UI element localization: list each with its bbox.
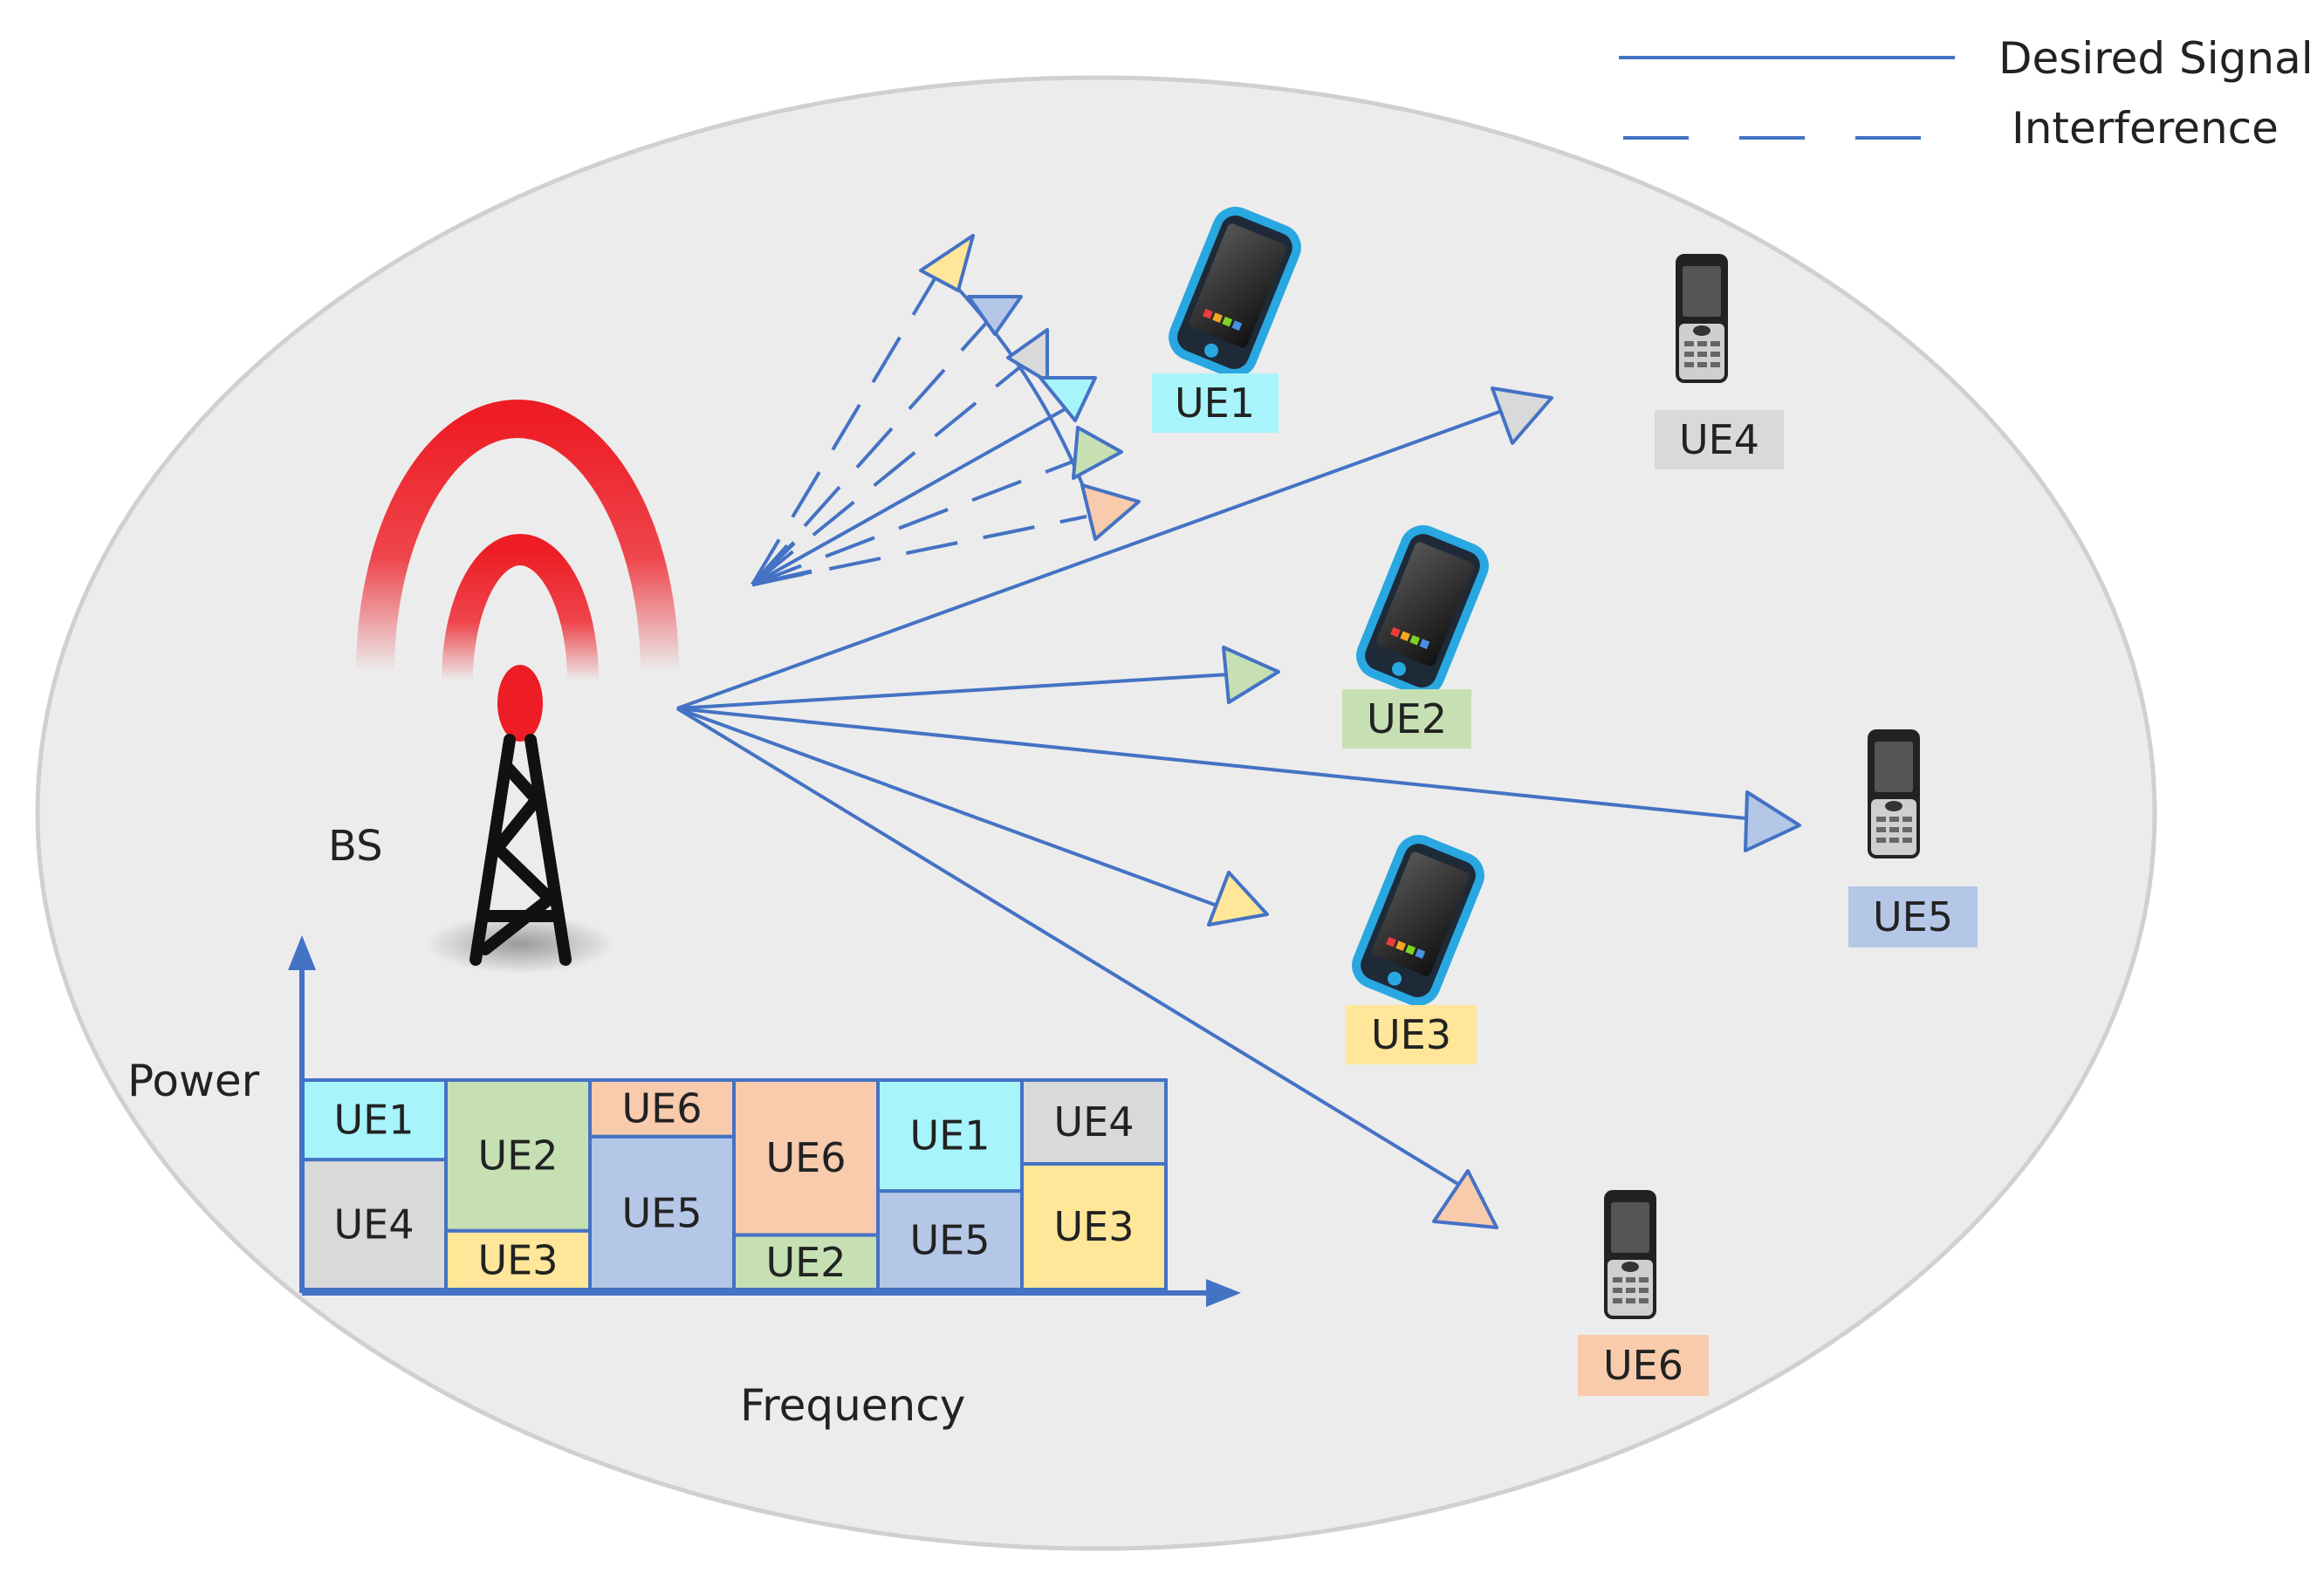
spectrum-cell-6-2: UE3 xyxy=(1020,1162,1168,1291)
feature-phone-ue6 xyxy=(1604,1190,1656,1319)
feature-phone-ue4 xyxy=(1676,254,1728,383)
inner-signal-arc xyxy=(442,534,599,681)
interference-ray-1 xyxy=(751,276,937,586)
interference-ray-2 xyxy=(751,319,990,586)
svg-text:UE3: UE3 xyxy=(478,1236,559,1283)
signal-ray-ue4 xyxy=(676,403,1519,710)
beam-ue2-interference xyxy=(1072,426,1123,480)
ue5-tag: UE5 xyxy=(1848,886,1978,947)
svg-text:UE5: UE5 xyxy=(1873,893,1953,940)
ue6-tag: UE6 xyxy=(1578,1335,1709,1396)
beam-ue4-interference xyxy=(1006,328,1049,383)
svg-text:UE3: UE3 xyxy=(1054,1203,1135,1250)
spectrum-cell-3-2: UE5 xyxy=(588,1134,736,1292)
beam-ue6-interference xyxy=(1080,483,1141,541)
signal-ray-ue2 xyxy=(676,672,1244,710)
svg-text:UE5: UE5 xyxy=(622,1189,703,1236)
tower-lattice xyxy=(470,734,572,966)
spectrum-cell-5-2: UE5 xyxy=(876,1189,1024,1291)
svg-text:UE3: UE3 xyxy=(1371,1011,1451,1058)
beam-ue1-desired xyxy=(1039,376,1097,422)
spectrum-cell-2-2: UE3 xyxy=(444,1228,592,1292)
antenna-bulb xyxy=(497,665,543,742)
legend-interference-label: Interference xyxy=(2012,103,2279,154)
interference-desired-ray xyxy=(751,407,1067,586)
spectrum-cell-1-2: UE4 xyxy=(300,1158,448,1291)
smartphone-ue3 xyxy=(1352,835,1484,1006)
beam-ue6-desired xyxy=(1432,1169,1498,1229)
beam-ue3-interference xyxy=(919,234,975,292)
beam-ue3-desired xyxy=(1207,871,1269,927)
ue3-tag: UE3 xyxy=(1346,1005,1477,1064)
legend: Desired Signal Interference xyxy=(1619,33,2314,154)
svg-text:UE4: UE4 xyxy=(334,1201,415,1248)
spectrum-cell-1-1: UE1 xyxy=(300,1078,448,1162)
svg-text:UE1: UE1 xyxy=(334,1097,415,1144)
smartphone-ue1 xyxy=(1169,207,1301,378)
smartphone-ue2 xyxy=(1356,525,1489,696)
svg-text:UE2: UE2 xyxy=(478,1132,559,1179)
spectrum-cell-4-1: UE6 xyxy=(732,1078,880,1237)
feature-phone-ue5 xyxy=(1868,729,1920,858)
interference-arrowhead xyxy=(751,541,812,587)
svg-text:UE1: UE1 xyxy=(1175,380,1255,427)
svg-text:UE6: UE6 xyxy=(766,1134,847,1181)
svg-text:UE2: UE2 xyxy=(1367,695,1447,742)
ue1-tag: UE1 xyxy=(1152,373,1279,433)
beam-ue2-desired xyxy=(1222,646,1280,704)
ue2-tag: UE2 xyxy=(1342,689,1471,749)
svg-text:UE6: UE6 xyxy=(1603,1342,1683,1389)
outer-signal-arc xyxy=(356,400,679,673)
interference-ray-4 xyxy=(751,459,1076,586)
svg-text:UE6: UE6 xyxy=(622,1084,703,1132)
power-axis-label: Power xyxy=(127,1056,260,1106)
interference-ray-5 xyxy=(751,515,1087,586)
ue-tags: UE1 UE4 UE2 UE5 UE3 UE6 xyxy=(1152,373,1978,1396)
beam-triangles xyxy=(919,234,1801,1229)
beam-ue4-desired xyxy=(1491,386,1553,445)
spectrum-cell-5-1: UE1 xyxy=(876,1078,1024,1194)
ue4-tag: UE4 xyxy=(1655,410,1784,469)
interference-ray-3 xyxy=(751,356,1033,586)
svg-text:UE5: UE5 xyxy=(910,1217,991,1264)
signal-ray-ue3 xyxy=(676,707,1223,909)
svg-text:UE4: UE4 xyxy=(1679,416,1759,463)
svg-text:UE4: UE4 xyxy=(1054,1098,1135,1146)
bs-label: BS xyxy=(328,822,383,871)
base-station: BS xyxy=(328,400,679,974)
svg-text:UE2: UE2 xyxy=(766,1239,847,1286)
frequency-axis-arrowhead xyxy=(1206,1279,1241,1307)
legend-desired-label: Desired Signal xyxy=(1998,33,2314,84)
coverage-ellipse xyxy=(35,75,2157,1551)
desired-signals xyxy=(675,403,1764,1201)
frequency-axis-label: Frequency xyxy=(740,1380,965,1431)
power-axis-arrowhead xyxy=(288,935,316,970)
spectrum-cell-6-1: UE4 xyxy=(1020,1078,1168,1166)
spectrum-cell-2-1: UE2 xyxy=(444,1078,592,1233)
spectrum-cell-4-2: UE2 xyxy=(732,1233,880,1291)
beam-ue5-interference xyxy=(967,295,1023,336)
svg-text:UE1: UE1 xyxy=(910,1112,991,1159)
signal-ray-ue6 xyxy=(675,707,1485,1201)
beam-ue5-desired xyxy=(1744,790,1801,852)
signal-ray-ue5 xyxy=(676,707,1764,822)
spectrum-cell-3-1: UE6 xyxy=(588,1078,736,1139)
